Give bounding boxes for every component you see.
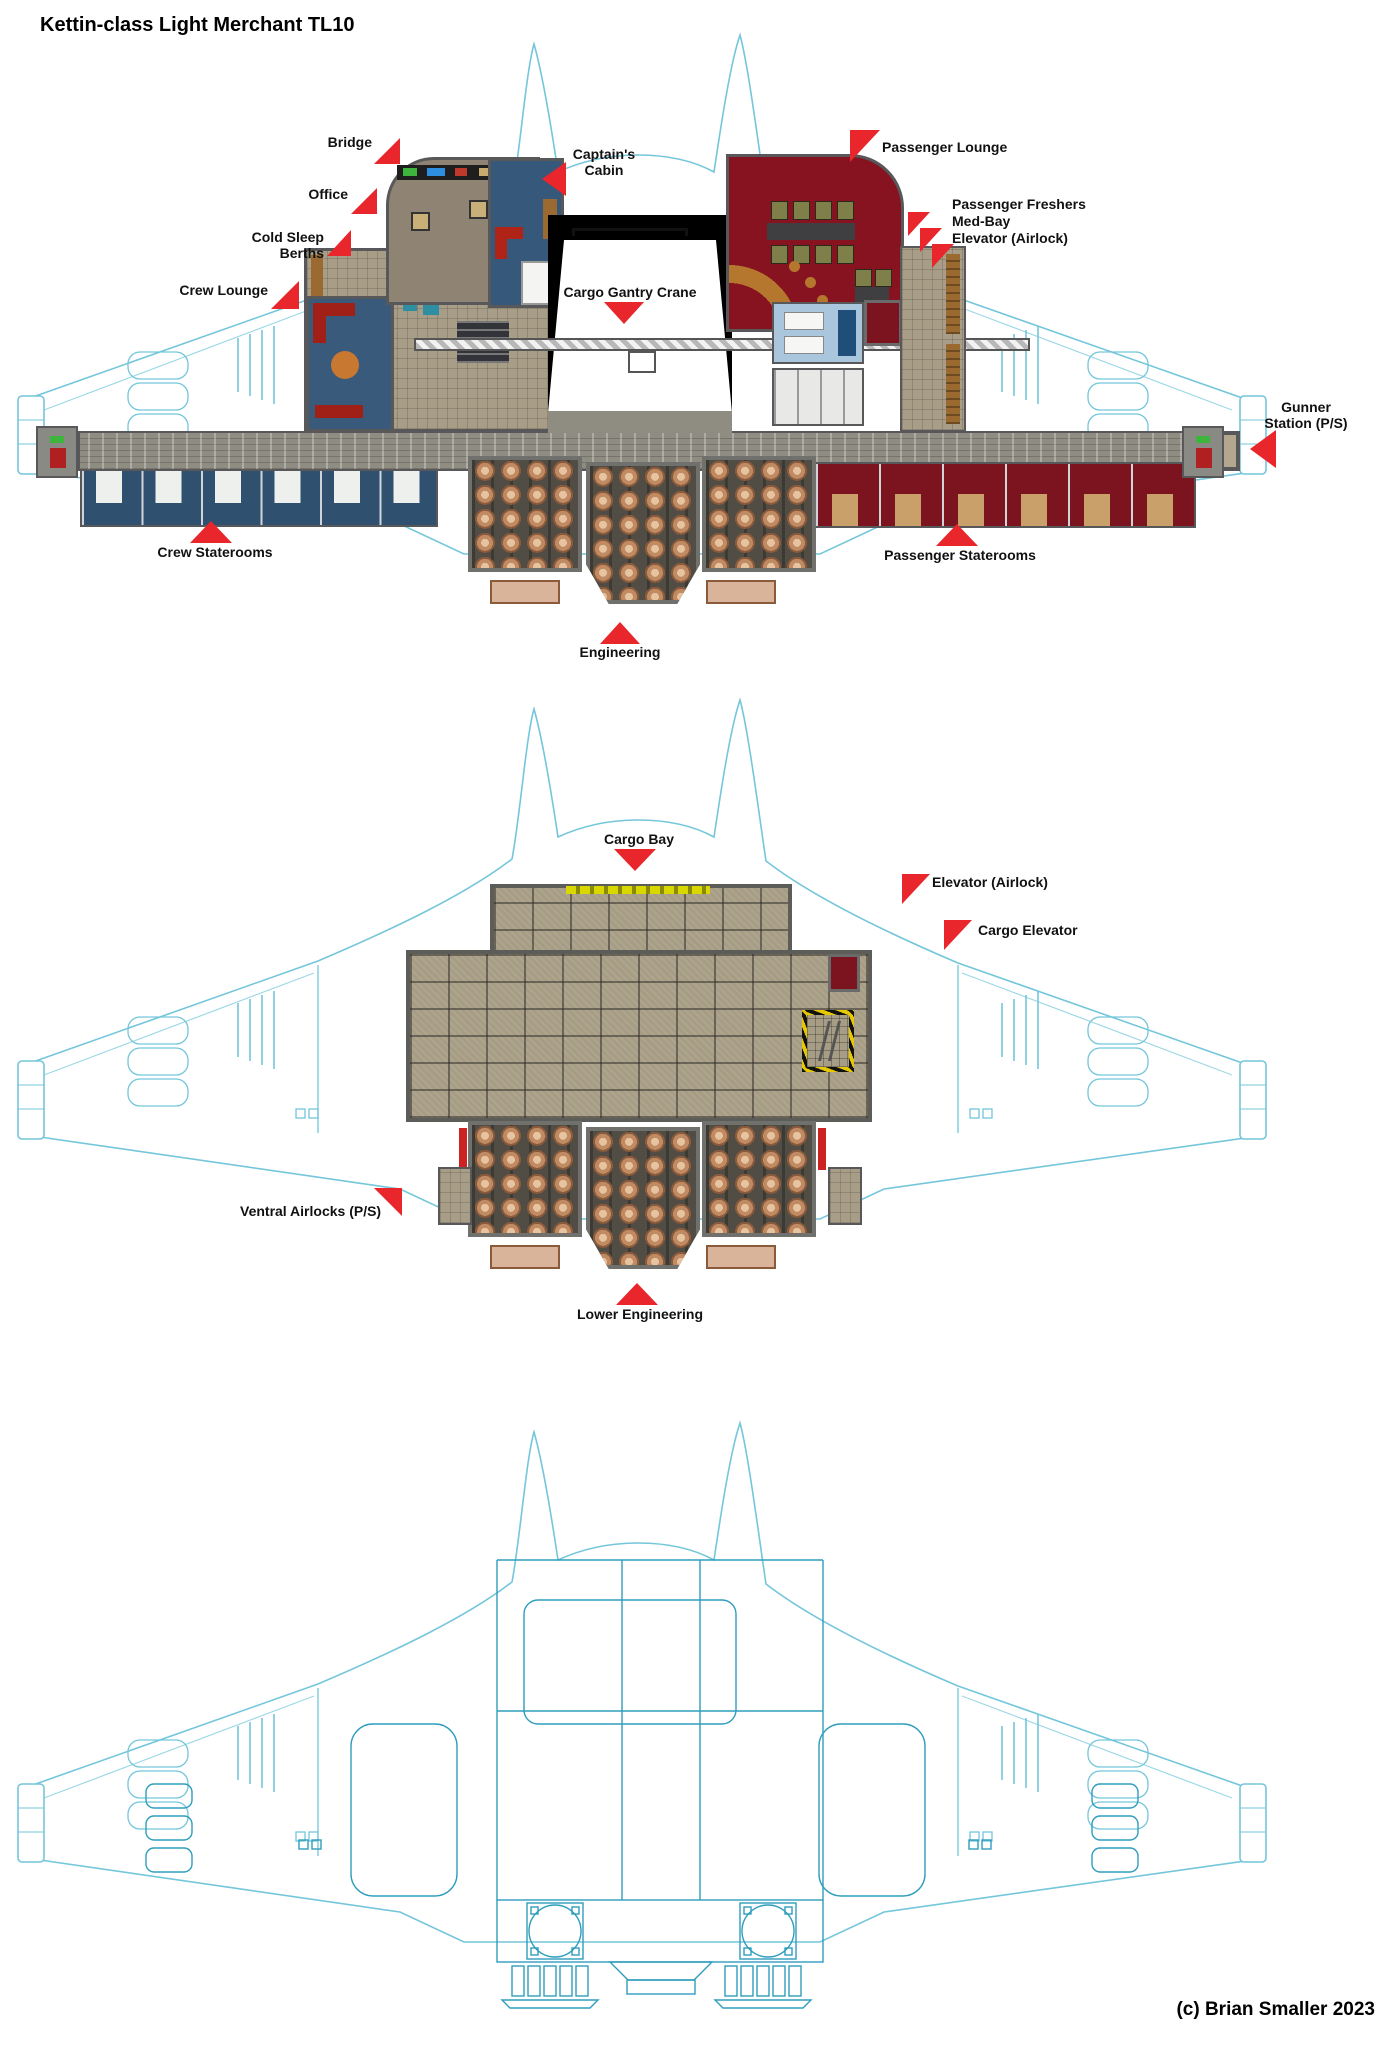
label-cargo-bay: Cargo Bay xyxy=(603,831,675,847)
chair xyxy=(771,201,788,220)
chair xyxy=(875,269,892,287)
coolant-pipe xyxy=(459,1128,467,1170)
ventral-panel-lines xyxy=(145,1559,1139,2009)
gunner-seat xyxy=(50,448,66,468)
label-bridge: Bridge xyxy=(327,134,372,150)
label-crew-lounge: Crew Lounge xyxy=(179,282,268,298)
lower-engineering-bay-center xyxy=(586,1127,700,1269)
lower-engineering-bay-port xyxy=(468,1121,582,1237)
label-lower-engineering: Lower Engineering xyxy=(576,1306,703,1322)
engineering-bay-starboard xyxy=(702,456,816,572)
chair xyxy=(815,201,832,220)
label-cold-sleep-berths: Cold Sleep Berths xyxy=(251,229,324,261)
locker-strip xyxy=(311,255,323,299)
cargo-opening-floor xyxy=(548,240,732,413)
elevator-airlock-shaft-lower xyxy=(828,954,860,992)
label-office: Office xyxy=(308,186,348,202)
ventral-airlock-port xyxy=(438,1167,472,1225)
page-title: Kettin-class Light Merchant TL10 xyxy=(40,14,355,36)
console-screen xyxy=(455,168,467,176)
crane-trolley xyxy=(628,351,656,373)
crew-lounge-room xyxy=(306,296,394,432)
chair xyxy=(793,201,810,220)
cargo-elevator-platform xyxy=(802,1010,854,1072)
hull-outline-ventral-view xyxy=(17,1422,1267,2009)
crew-staterooms-row xyxy=(80,469,438,527)
pilot-chair xyxy=(411,212,430,231)
label-ventral-airlocks: Ventral Airlocks (P/S) xyxy=(240,1203,382,1219)
deco-dot xyxy=(805,277,816,288)
label-cargo-gantry-crane: Cargo Gantry Crane xyxy=(563,284,697,300)
passenger-staterooms-row xyxy=(814,462,1196,528)
engineering-bay-port xyxy=(468,456,582,572)
gunner-seat xyxy=(1196,448,1212,468)
label-gunner-station: Gunner Station (P/S) xyxy=(1264,399,1348,431)
label-passenger-staterooms: Passenger Staterooms xyxy=(884,547,1036,563)
engineering-bay-center xyxy=(586,462,700,604)
gunner-screen xyxy=(1196,436,1210,443)
copyright-credit: (c) Brian Smaller 2023 xyxy=(1176,1999,1375,2020)
chair xyxy=(855,269,872,287)
starboard-cabin-block xyxy=(900,246,966,432)
lower-engineering-bay-starboard xyxy=(702,1121,816,1237)
lounge-table xyxy=(767,223,855,240)
crew-chair xyxy=(469,200,488,219)
passenger-freshers-room xyxy=(772,368,864,426)
coolant-pipe xyxy=(818,1128,826,1170)
chair xyxy=(837,201,854,220)
sofa xyxy=(315,405,363,418)
cargo-opening xyxy=(548,215,732,413)
sink-fixture xyxy=(423,303,439,315)
crane-rail-bracket xyxy=(572,228,688,236)
fuselage-cross-corridor xyxy=(548,411,732,433)
deco-dot xyxy=(789,261,800,272)
label-passenger-services: Passenger Freshers Med-Bay Elevator (Air… xyxy=(952,196,1086,246)
label-passenger-lounge: Passenger Lounge xyxy=(882,139,1008,155)
label-cargo-elevator: Cargo Elevator xyxy=(978,922,1078,938)
med-bed xyxy=(784,312,824,330)
sofa xyxy=(495,227,507,259)
med-bay-room xyxy=(772,302,864,364)
label-engineering: Engineering xyxy=(579,644,661,660)
label-crew-staterooms: Crew Staterooms xyxy=(157,544,273,560)
engine-nozzle-port xyxy=(490,580,560,604)
deco-dot xyxy=(817,295,828,306)
round-table xyxy=(331,351,359,379)
gunner-pod-port xyxy=(36,426,78,478)
ventral-airlock-starboard xyxy=(828,1167,862,1225)
engine-nozzle-starboard xyxy=(706,580,776,604)
label-captains-cabin: Captain's Cabin xyxy=(572,146,636,178)
cargo-door-threshold xyxy=(566,886,710,894)
elevator-airlock-shaft xyxy=(864,300,902,346)
console-screen xyxy=(403,168,417,176)
lower-engine-nozzle-starboard xyxy=(706,1245,776,1269)
gunner-pod-starboard xyxy=(1182,426,1224,478)
gunner-screen xyxy=(50,436,64,443)
locker-column xyxy=(946,344,960,424)
console-screen xyxy=(427,168,445,176)
sofa xyxy=(313,303,326,343)
cargo-bay-main xyxy=(406,950,872,1122)
lower-engine-nozzle-port xyxy=(490,1245,560,1269)
med-bed xyxy=(784,336,824,354)
label-elevator-airlock: Elevator (Airlock) xyxy=(932,874,1048,890)
locker-column xyxy=(946,254,960,334)
med-console xyxy=(838,310,856,356)
stair-rail xyxy=(828,1021,841,1061)
